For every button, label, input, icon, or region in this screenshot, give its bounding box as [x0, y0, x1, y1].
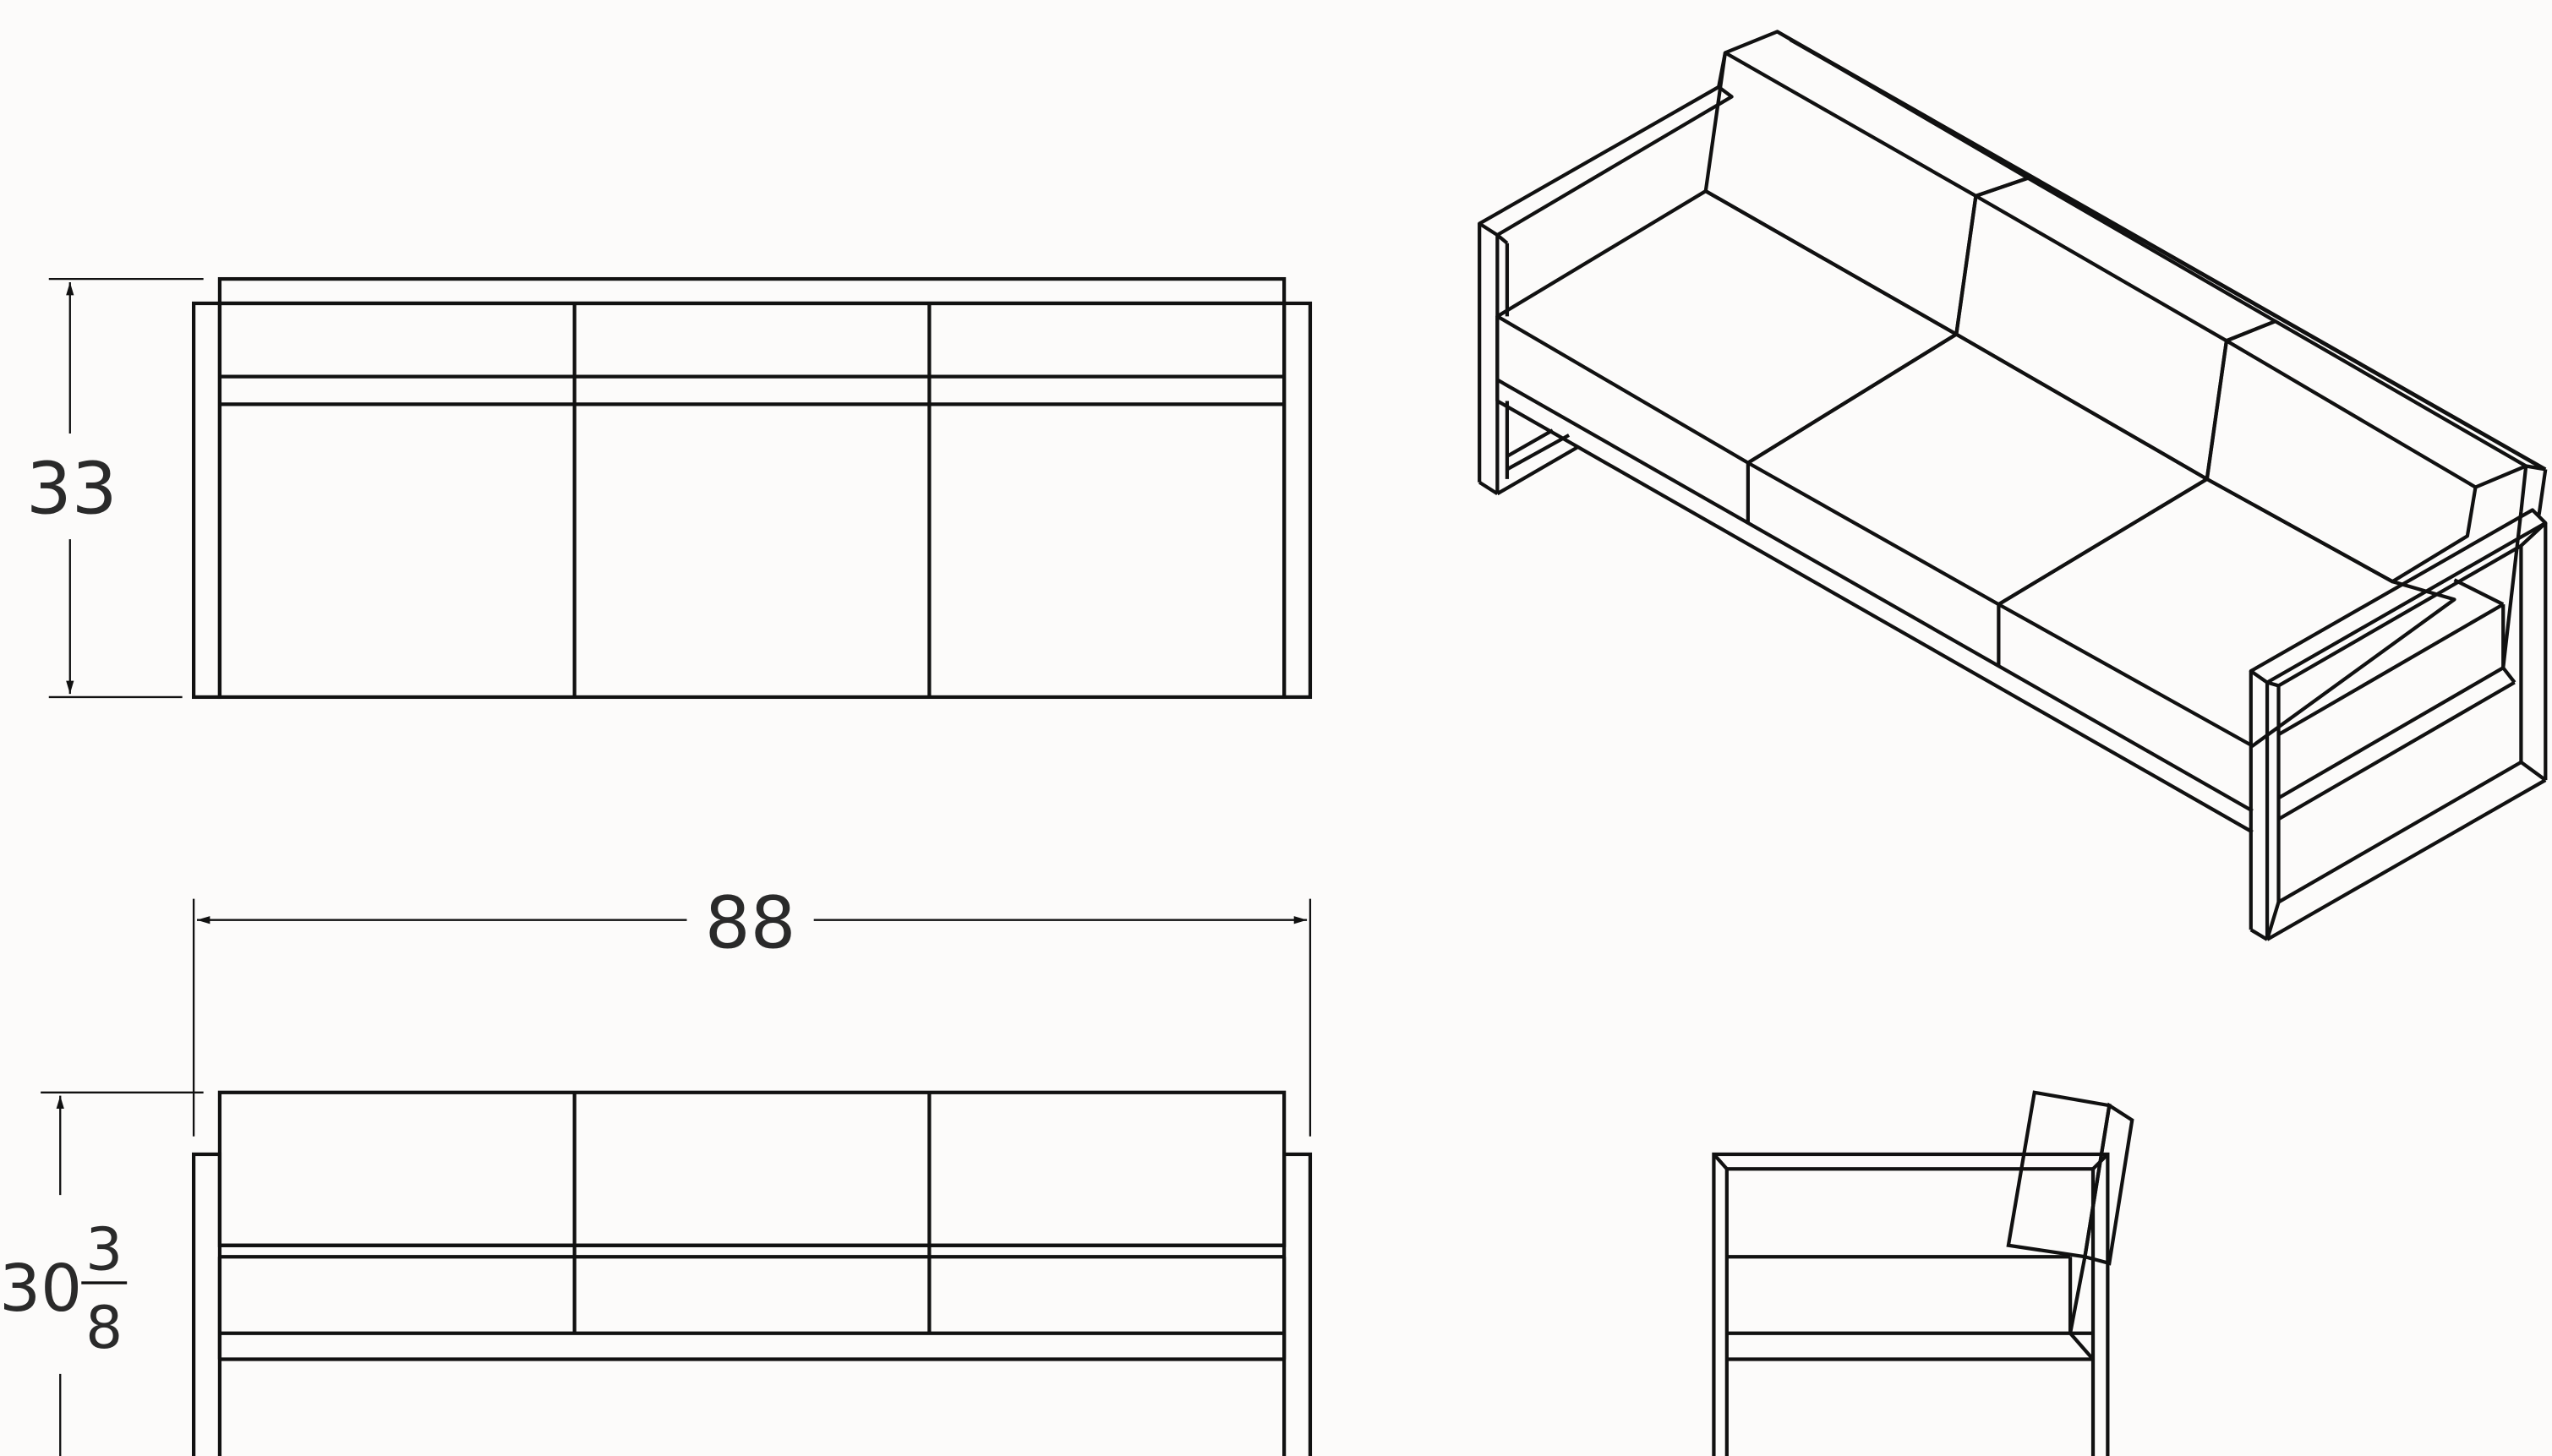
plan-right-arm — [1282, 301, 1313, 700]
isometric-view — [1478, 30, 2548, 941]
height-label-numerator: 3 — [85, 1217, 123, 1284]
front-left-arm — [192, 1152, 222, 1456]
plan-view — [192, 276, 1313, 700]
depth-dimension — [48, 277, 204, 699]
iso-right-arm-inner-frame — [2276, 543, 2523, 904]
iso-left-arm-top — [1478, 85, 1734, 237]
iso-seat-cushion-left — [1495, 189, 1959, 465]
height-label-whole: 30 — [0, 1252, 82, 1327]
front-backrest — [217, 1090, 1287, 1247]
width-dimension — [192, 898, 1312, 1137]
plan-left-arm — [192, 301, 222, 700]
iso-seat-cushion-right — [1997, 477, 2456, 748]
plan-backrest-strip — [217, 276, 1287, 306]
width-label: 88 — [705, 881, 796, 964]
plan-seat-body — [217, 301, 1287, 700]
side-elevation — [1712, 1090, 2134, 1456]
height-label-denominator: 8 — [85, 1295, 123, 1362]
depth-label: 33 — [26, 446, 117, 530]
side-arm-frame-outer — [1712, 1152, 2110, 1456]
side-arm-frame-inner — [1724, 1167, 2096, 1456]
iso-back-cushion-left — [1703, 30, 2030, 336]
height-dimension — [41, 1091, 204, 1456]
front-right-arm — [1282, 1152, 1313, 1456]
iso-right-arm-top — [2249, 508, 2548, 684]
front-elevation — [192, 1090, 1313, 1456]
